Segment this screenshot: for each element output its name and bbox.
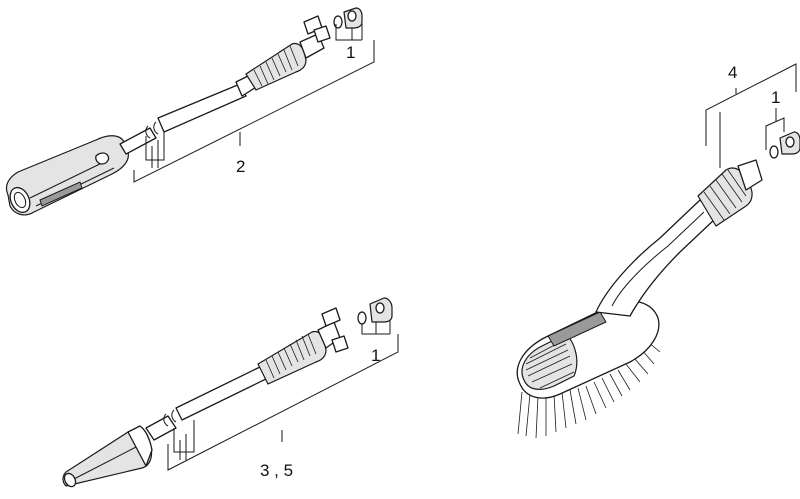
rotor-lance-upper-tube [175, 365, 269, 421]
rotor-lance-ribbed-joint [257, 330, 327, 385]
callout-bracket [133, 40, 375, 183]
spray-lance-handle [5, 135, 129, 216]
spray-lance-assembly [5, 7, 375, 216]
brush-connector [737, 159, 763, 191]
callout-top-nozzle: 1 [346, 43, 356, 62]
break-mark [171, 409, 177, 423]
brush-neck-line [611, 211, 705, 307]
break-mark [153, 121, 159, 135]
callout-leader [145, 132, 165, 161]
spray-lance-ribbed-joint [245, 42, 307, 91]
rotor-lance-lower-tube [145, 415, 177, 441]
callout-leader [335, 24, 362, 41]
break-mark [163, 413, 169, 427]
callout-brush-assembly: 4 [728, 63, 738, 82]
wash-brush-assembly [516, 63, 800, 439]
callout-leader [173, 420, 195, 453]
top-nozzle [343, 7, 363, 29]
callout-spray-lance: 2 [236, 157, 246, 176]
callout-bracket [167, 334, 399, 471]
bottom-nozzle [369, 297, 393, 323]
callout-bracket [705, 63, 797, 146]
break-mark [145, 125, 151, 139]
bottom-o-ring [357, 311, 367, 325]
callout-bottom-nozzle: 1 [371, 346, 381, 365]
callout-leader [765, 117, 785, 150]
rotor-lance-connector-tab [321, 307, 341, 327]
spray-lance-lower-tube [119, 127, 157, 155]
callout-leader [361, 324, 390, 335]
brush-nozzle [779, 131, 800, 155]
brush-o-ring [769, 145, 779, 159]
rotor-nozzle-cone [62, 425, 153, 488]
top-o-ring [333, 15, 343, 29]
spray-lance-upper-tube [157, 83, 247, 133]
brush-head [516, 300, 660, 399]
callout-rotor-lance: 3 , 5 [260, 461, 294, 480]
brush-logo-plate [547, 311, 607, 347]
callout-brush-nozzle: 1 [771, 88, 781, 107]
brush-bristles [517, 341, 661, 439]
rotor-lance-assembly [62, 297, 399, 488]
